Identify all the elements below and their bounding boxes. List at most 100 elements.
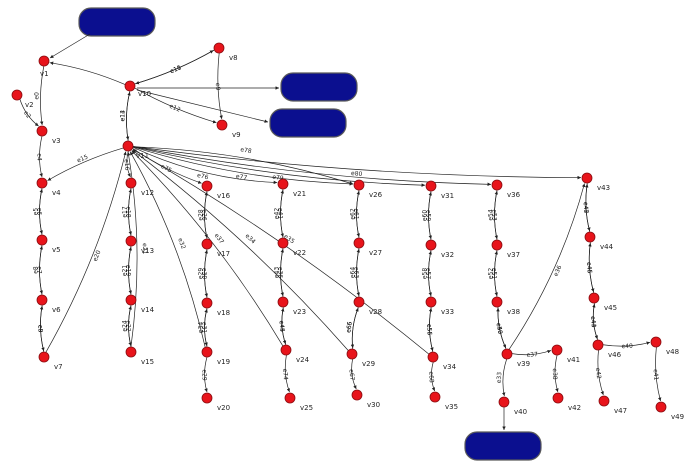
node-label-v12: v12 bbox=[141, 189, 154, 197]
node-label-v34: v34 bbox=[443, 363, 457, 371]
node-v32[interactable] bbox=[425, 239, 437, 251]
node-v7[interactable] bbox=[38, 351, 50, 363]
node-v9[interactable] bbox=[216, 119, 228, 131]
node-v5[interactable] bbox=[36, 234, 48, 246]
node-label-v18: v18 bbox=[217, 309, 230, 317]
node-v3[interactable] bbox=[36, 125, 48, 137]
edge-label-v8-v9: e9 bbox=[214, 83, 221, 91]
edge-label-v33-v34: e55 bbox=[425, 324, 432, 336]
node-v39[interactable] bbox=[501, 348, 513, 360]
node-label-v3: v3 bbox=[52, 137, 61, 145]
node-v49[interactable] bbox=[655, 401, 667, 413]
edge-label-v12-v13: e18 bbox=[125, 206, 132, 218]
edge-v3-v4 bbox=[39, 135, 43, 178]
edge-label-v19-v18: e34 bbox=[198, 322, 205, 334]
edge-v29-v30 bbox=[351, 358, 357, 390]
edge-label-v11-v4: e15 bbox=[76, 153, 89, 164]
edge-label-v39-v38: e50 bbox=[495, 322, 504, 335]
node-v20[interactable] bbox=[201, 392, 213, 404]
node-v4[interactable] bbox=[36, 177, 48, 189]
node-v21[interactable] bbox=[277, 178, 289, 190]
box-bottom[interactable] bbox=[464, 431, 542, 461]
edge-v7-v6 bbox=[39, 305, 45, 353]
node-v35[interactable] bbox=[429, 391, 441, 403]
box-right-lower[interactable] bbox=[269, 108, 347, 138]
node-v29[interactable] bbox=[346, 348, 358, 360]
edge-label-v43-v44: e47 bbox=[582, 202, 590, 214]
node-v6[interactable] bbox=[36, 294, 48, 306]
node-v31[interactable] bbox=[425, 180, 437, 192]
node-v17[interactable] bbox=[201, 238, 213, 250]
edge-label-v39-v41: e37 bbox=[526, 351, 538, 359]
edge-label-v4-v5: e6 bbox=[36, 208, 43, 216]
node-v22[interactable] bbox=[277, 237, 289, 249]
edge-label-v8-v10: e11 bbox=[169, 64, 182, 75]
edge-v1-v3 bbox=[39, 65, 45, 126]
edge-label-v11-v10: e13 bbox=[119, 110, 126, 122]
node-v11[interactable] bbox=[122, 140, 134, 152]
edge-label-v26-v27: e61 bbox=[353, 208, 360, 220]
node-v48[interactable] bbox=[650, 336, 662, 348]
node-v18[interactable] bbox=[201, 297, 213, 309]
edge-label-v11-v26: e77 bbox=[235, 173, 248, 182]
node-v28[interactable] bbox=[353, 296, 365, 308]
node-v8[interactable] bbox=[213, 42, 225, 54]
edge-v11-v31 bbox=[132, 146, 426, 187]
box-right-upper[interactable] bbox=[280, 72, 358, 102]
edge-label-v44-v43: e48 bbox=[582, 202, 590, 214]
node-v36[interactable] bbox=[491, 179, 503, 191]
node-v34[interactable] bbox=[427, 351, 439, 363]
node-v10[interactable] bbox=[124, 80, 136, 92]
node-v13[interactable] bbox=[125, 235, 137, 247]
edge-v38-v37 bbox=[494, 250, 498, 298]
node-v2[interactable] bbox=[11, 89, 23, 101]
node-v30[interactable] bbox=[351, 389, 363, 401]
node-label-v39: v39 bbox=[517, 360, 530, 368]
node-v23[interactable] bbox=[277, 296, 289, 308]
node-label-v32: v32 bbox=[441, 251, 454, 259]
edge-label-v14-v13: e21 bbox=[122, 265, 129, 277]
node-v24[interactable] bbox=[280, 344, 292, 356]
edge-v13-v12 bbox=[128, 188, 132, 237]
node-v12[interactable] bbox=[125, 177, 137, 189]
edge-label-v22-v23: e36 bbox=[277, 267, 284, 279]
edge-label-v23-v22: e43 bbox=[274, 267, 281, 279]
node-label-v35: v35 bbox=[445, 403, 458, 411]
node-v19[interactable] bbox=[201, 346, 213, 358]
box-top-left[interactable] bbox=[78, 7, 156, 37]
node-v47[interactable] bbox=[598, 395, 610, 407]
edge-label-v17-v18: e30 bbox=[201, 268, 208, 280]
node-v45[interactable] bbox=[588, 292, 600, 304]
edge-label-v36-v37: e53 bbox=[491, 209, 498, 221]
edge-label-v10-v9: e12 bbox=[168, 103, 181, 114]
node-label-v24: v24 bbox=[296, 356, 310, 364]
node-v42[interactable] bbox=[552, 392, 564, 404]
node-v41[interactable] bbox=[551, 344, 563, 356]
node-v1[interactable] bbox=[38, 55, 50, 67]
edge-label-v34-v33: e56 bbox=[425, 324, 432, 336]
node-v26[interactable] bbox=[353, 179, 365, 191]
edge-label-v6-v5: e8 bbox=[33, 266, 40, 274]
node-v33[interactable] bbox=[425, 296, 437, 308]
node-v44[interactable] bbox=[584, 231, 596, 243]
edge-label-v29-v28: e66 bbox=[345, 321, 353, 333]
edge-label-v37-v38: e51 bbox=[491, 268, 498, 280]
edge-v8-v9 bbox=[217, 52, 223, 120]
edge-label-v46-v48: e40 bbox=[621, 343, 633, 351]
edge-label-v17-v16: e28 bbox=[198, 209, 205, 221]
node-v38[interactable] bbox=[491, 296, 503, 308]
node-v46[interactable] bbox=[592, 339, 604, 351]
node-v14[interactable] bbox=[125, 294, 137, 306]
node-v43[interactable] bbox=[581, 172, 593, 184]
edge-label-v16-v17: e26 bbox=[201, 209, 208, 221]
node-v40[interactable] bbox=[498, 396, 510, 408]
node-v16[interactable] bbox=[201, 180, 213, 192]
node-v15[interactable] bbox=[125, 346, 137, 358]
edge-label-v38-v37: e52 bbox=[488, 268, 495, 280]
node-v27[interactable] bbox=[353, 237, 365, 249]
edge-v11-v43 bbox=[132, 146, 582, 180]
node-label-v19: v19 bbox=[217, 358, 230, 366]
node-v37[interactable] bbox=[491, 239, 503, 251]
edge-v11-v26 bbox=[132, 146, 354, 185]
node-v25[interactable] bbox=[284, 392, 296, 404]
